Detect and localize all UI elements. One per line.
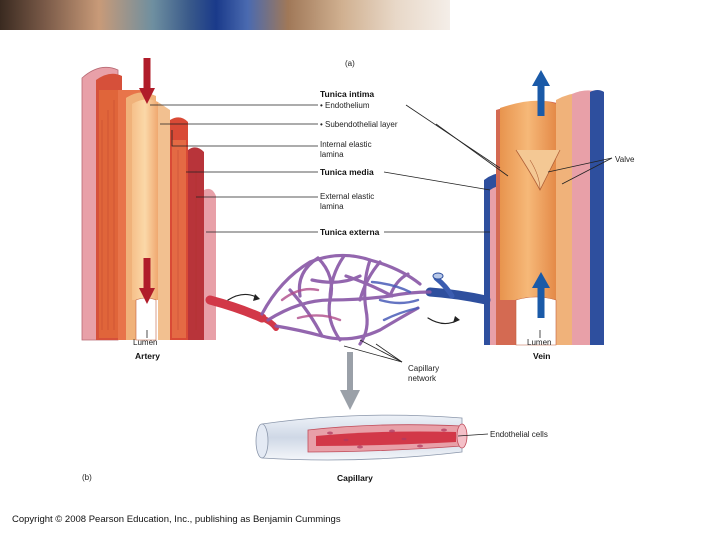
vein-illustration: [484, 70, 604, 346]
tunica-externa-label: Tunica externa: [320, 227, 380, 237]
lumen-artery-label: Lumen: [133, 338, 157, 347]
panel-b-label: (b): [82, 473, 92, 482]
lumen-vein-label: Lumen: [527, 338, 551, 347]
panel-a-label: (a): [345, 59, 355, 68]
copyright-notice: Copyright © 2008 Pearson Education, Inc.…: [12, 514, 341, 525]
external-elastic-label-2: lamina: [320, 202, 344, 211]
endothelial-cells-label: Endothelial cells: [490, 430, 548, 439]
capillary-tube-illustration: [255, 414, 468, 461]
internal-elastic-label: Internal elastic: [320, 140, 372, 149]
capillary-network-illustration: [205, 253, 491, 346]
vein-label: Vein: [533, 351, 550, 361]
capillary-network-label-2: network: [408, 374, 437, 383]
tunica-media-label: Tunica media: [320, 167, 374, 177]
zoom-arrow-icon: [340, 352, 360, 410]
leader-lines: [146, 104, 613, 437]
tunica-intima-label: Tunica intima: [320, 89, 374, 99]
valve-label: Valve: [615, 155, 635, 164]
capillary-label: Capillary: [337, 473, 373, 483]
external-elastic-label: External elastic: [320, 192, 374, 201]
internal-elastic-label-2: lamina: [320, 150, 344, 159]
artery-illustration: [81, 58, 216, 341]
subendothelial-label: • Subendothelial layer: [320, 120, 398, 129]
header-photo-banner: [0, 0, 450, 30]
artery-label: Artery: [135, 351, 160, 361]
capillary-network-label: Capillary: [408, 364, 439, 373]
endothelium-label: • Endothelium: [320, 101, 370, 110]
